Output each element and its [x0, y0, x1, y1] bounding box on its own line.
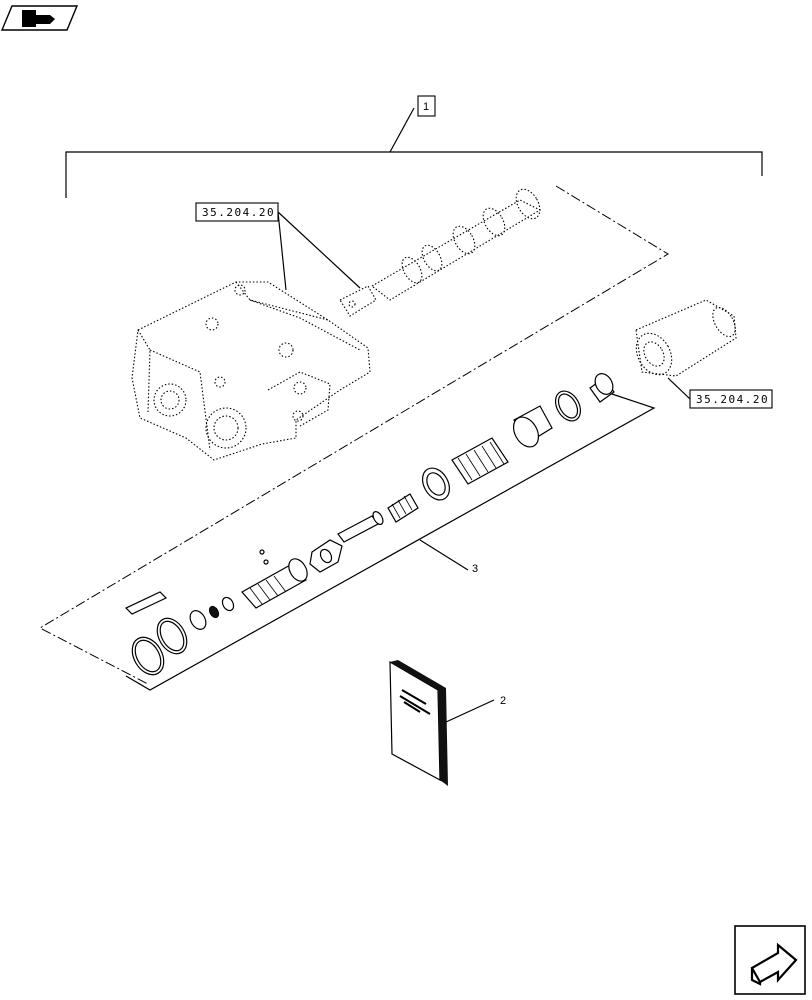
valve-spool [339, 188, 542, 317]
svg-text:1: 1 [423, 101, 429, 113]
leader-line [277, 211, 287, 291]
assembly-boundary [38, 185, 669, 685]
callout-3[interactable]: 3 [472, 563, 478, 575]
reference-label-right[interactable]: 35.204.20 [689, 389, 773, 409]
assembly-bracket [65, 107, 763, 198]
end-cap [635, 299, 737, 377]
back-arrow-icon[interactable] [0, 5, 79, 31]
callout-1[interactable]: 1 [417, 95, 436, 117]
leader-line [667, 377, 691, 400]
callout-2[interactable]: 2 [500, 695, 506, 707]
reference-label-top[interactable]: 35.204.20 [195, 202, 279, 222]
svg-text:35.204.20: 35.204.20 [696, 393, 769, 406]
leader-line [277, 211, 361, 289]
next-page-icon[interactable] [734, 925, 806, 995]
instruction-booklet [389, 660, 448, 786]
kit-bracket [125, 393, 656, 691]
exploded-parts [124, 373, 615, 676]
svg-text:35.204.20: 35.204.20 [202, 206, 275, 219]
leader-line [419, 539, 469, 571]
leader-line [445, 699, 495, 723]
valve-body [131, 281, 371, 461]
